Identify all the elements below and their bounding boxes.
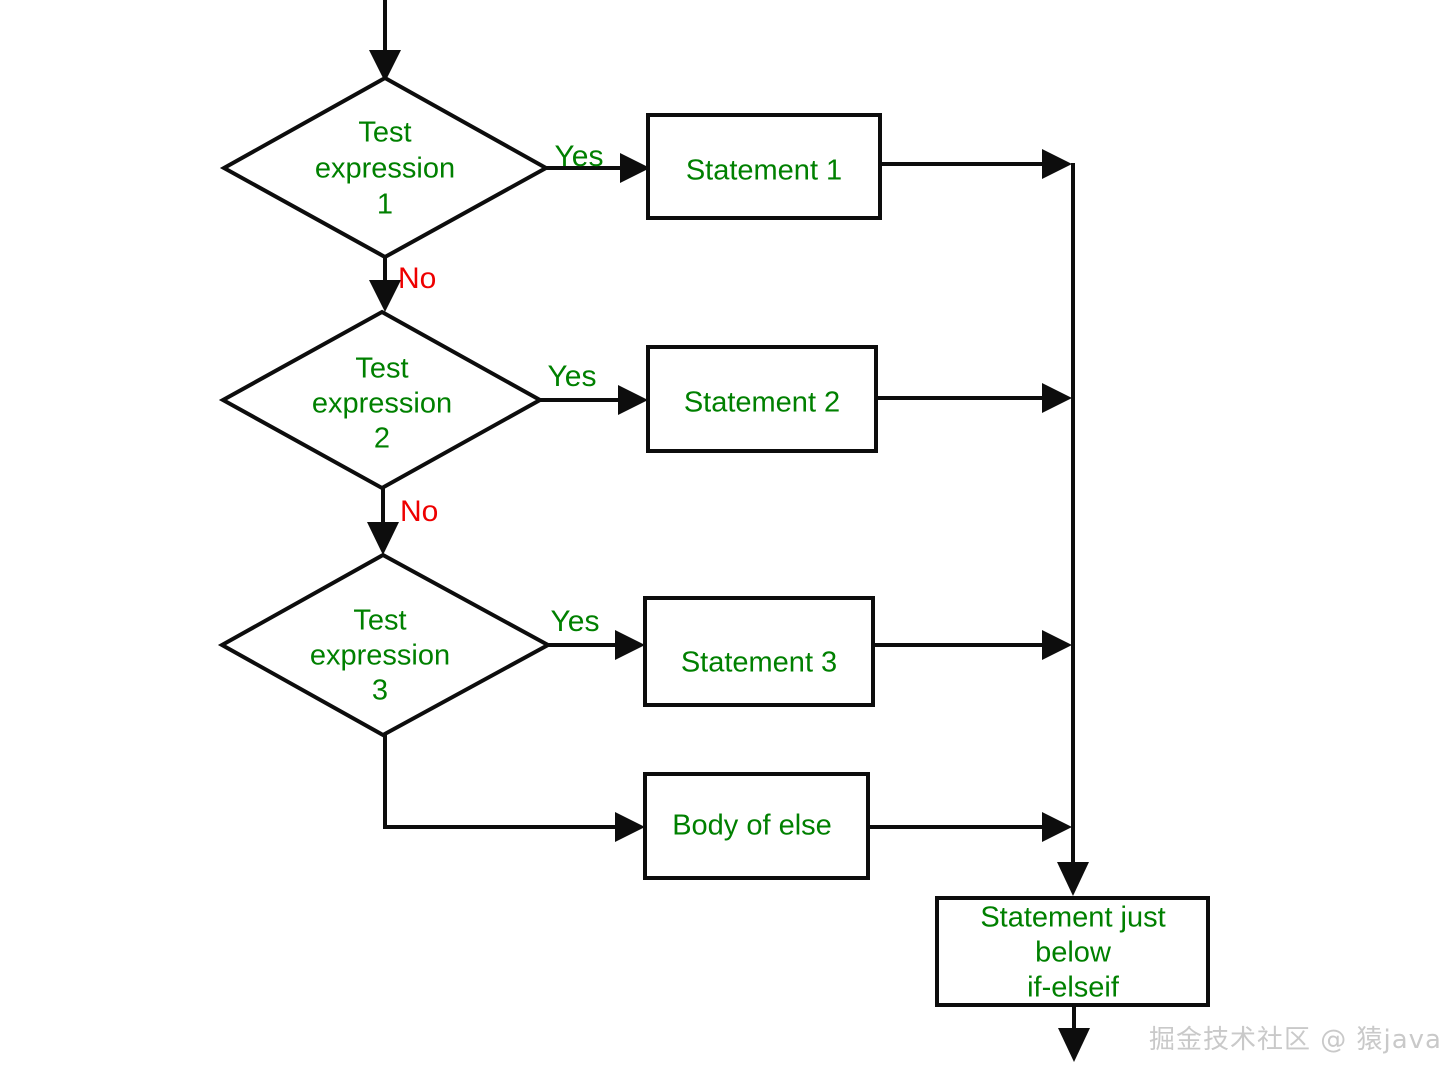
statement-3-label: Statement 3 — [681, 647, 837, 679]
after-statement-line-3: if-elseif — [1027, 972, 1120, 1004]
statement-1-node[interactable]: Statement 1 — [646, 113, 882, 220]
edge-decision3-yes: Yes — [548, 605, 645, 660]
statement-2-label: Statement 2 — [684, 387, 840, 419]
edge-statement1-merge — [880, 149, 1072, 179]
edge-statement2-merge — [876, 383, 1072, 413]
exit-arrow — [1058, 1005, 1090, 1062]
decision-1-line-1: Test — [358, 117, 411, 149]
edge-decision3-else — [383, 735, 645, 842]
edge-decision1-yes: Yes — [546, 140, 650, 183]
else-body-label: Body of else — [672, 810, 832, 842]
edge-decision2-no: No — [367, 488, 438, 555]
edge-label-yes-3: Yes — [551, 605, 600, 638]
decision-node-2[interactable]: Test expression 2 — [218, 309, 545, 491]
edge-decision2-yes: Yes — [540, 360, 648, 415]
decision-node-3[interactable]: Test expression 3 — [217, 552, 553, 738]
after-statement-line-2: below — [1035, 937, 1112, 969]
merge-rail — [1057, 163, 1089, 896]
edge-label-yes-2: Yes — [548, 360, 597, 393]
else-body-node[interactable]: Body of else — [643, 772, 870, 880]
decision-3-line-1: Test — [353, 605, 406, 637]
decision-3-line-3: 3 — [372, 675, 388, 707]
decision-1-line-3: 1 — [377, 189, 393, 221]
after-statement-line-1: Statement just — [980, 902, 1165, 934]
edge-label-no-2: No — [400, 495, 438, 528]
edge-decision1-no: No — [369, 257, 436, 312]
statement-3-node[interactable]: Statement 3 — [643, 596, 875, 707]
decision-1-line-2: expression — [315, 153, 455, 185]
edge-else-merge — [868, 812, 1072, 842]
edge-label-yes-1: Yes — [555, 140, 604, 173]
edge-label-no-1: No — [398, 262, 436, 295]
decision-2-line-2: expression — [312, 388, 452, 420]
decision-node-1[interactable]: Test expression 1 — [219, 75, 551, 260]
statement-1-label: Statement 1 — [686, 155, 842, 187]
entry-arrow — [369, 0, 401, 82]
decision-2-line-3: 2 — [374, 423, 390, 455]
decision-2-line-1: Test — [355, 353, 408, 385]
decision-3-line-2: expression — [310, 640, 450, 672]
watermark-text: 掘金技术社区 @ 猿java — [1148, 1025, 1442, 1055]
statement-2-node[interactable]: Statement 2 — [646, 345, 878, 453]
edge-statement3-merge — [873, 630, 1072, 660]
after-statement-node[interactable]: Statement just below if-elseif — [935, 896, 1210, 1007]
